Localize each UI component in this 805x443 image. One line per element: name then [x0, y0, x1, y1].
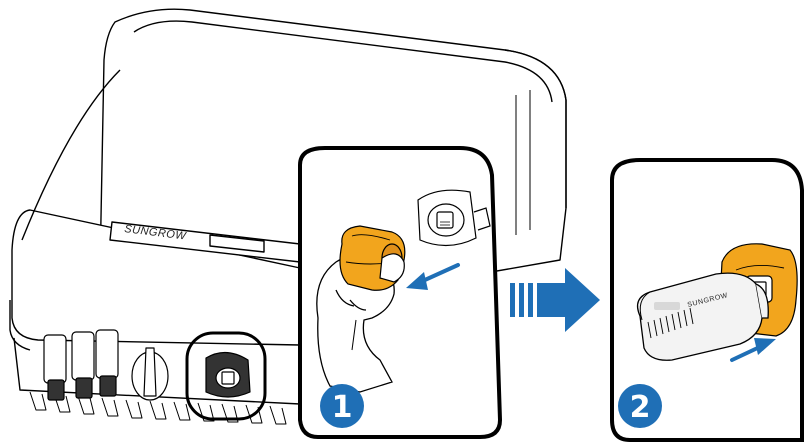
step-1-number: 1: [332, 390, 353, 425]
thumb: [380, 254, 404, 282]
step-2-number: 2: [630, 390, 651, 425]
step-1-badge: 1: [320, 384, 364, 428]
step-1-callout: 1: [300, 148, 500, 437]
step-2-callout: SUNGROW 2: [612, 160, 802, 440]
step-2-badge: 2: [618, 384, 662, 428]
transition-arrow-icon: [510, 268, 600, 332]
